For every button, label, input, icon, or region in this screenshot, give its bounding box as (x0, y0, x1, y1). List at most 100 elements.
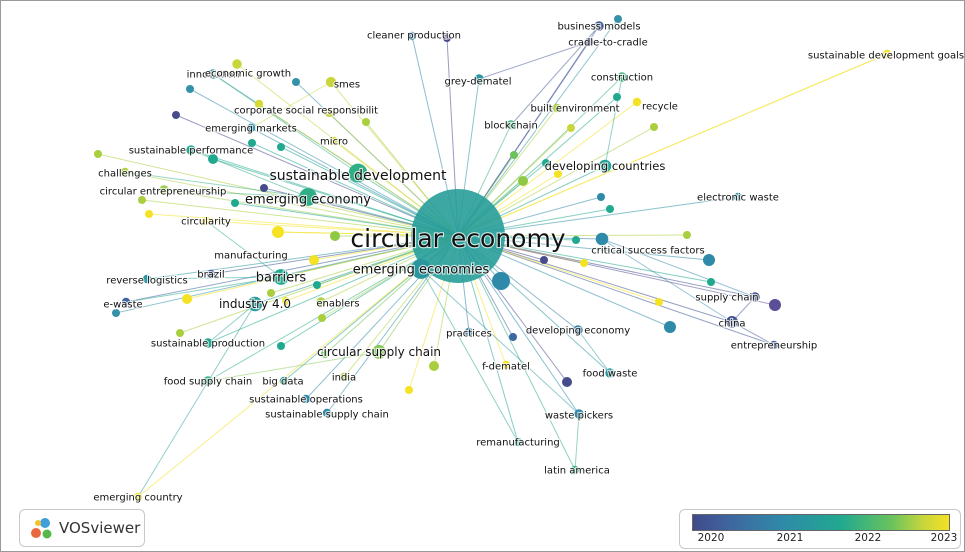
node-label-business-models[interactable]: business models (556, 20, 641, 33)
node-emerging-markets[interactable] (246, 123, 256, 133)
node-corporate-social-responsibilit[interactable] (254, 99, 264, 109)
node-built-environment[interactable] (552, 103, 562, 113)
node-big-data[interactable] (279, 376, 289, 386)
node-grey-dematel[interactable] (474, 74, 484, 84)
node-label-economic-growth[interactable]: economic growth (204, 67, 292, 80)
node-label-developing-economy[interactable]: developing economy (525, 324, 632, 337)
network-node[interactable] (542, 159, 550, 167)
node-sustainable-supply-chain[interactable] (322, 408, 332, 418)
node-label-sustainable-development[interactable]: sustainable development (268, 167, 448, 185)
node-label-food-waste[interactable]: food waste (581, 367, 638, 380)
network-node[interactable] (655, 298, 663, 306)
node-label-reverse-logistics[interactable]: reverse logistics (105, 274, 189, 287)
network-node[interactable] (309, 255, 319, 265)
node-label-circular-entrepreneurship[interactable]: circular entrepreneurship (99, 185, 228, 198)
node-label-practices[interactable]: practices (445, 327, 493, 340)
network-node[interactable] (292, 78, 300, 86)
node-label-corporate-social-responsibilit[interactable]: corporate social responsibilit (233, 104, 379, 117)
node-china[interactable] (726, 316, 738, 328)
network-node[interactable] (94, 150, 102, 158)
network-node[interactable] (208, 154, 218, 164)
network-node[interactable] (650, 123, 658, 131)
node-micro[interactable] (329, 136, 339, 146)
node-practices[interactable] (464, 327, 474, 337)
network-node[interactable] (562, 377, 572, 387)
node-circular-supply-chain[interactable] (372, 345, 386, 359)
network-node[interactable] (540, 256, 548, 264)
node-blockchain[interactable] (506, 120, 516, 130)
node-label-developing-countries[interactable]: developing countries (544, 158, 667, 174)
node-innovation[interactable] (208, 69, 218, 79)
node-label-sustainable-development-goals[interactable]: sustainable development goals (807, 49, 964, 62)
node-label-recycle[interactable]: recycle (641, 100, 679, 113)
node-emerging-economy[interactable] (299, 188, 317, 206)
network-node[interactable] (518, 176, 528, 186)
node-label-china[interactable]: china (717, 317, 746, 330)
network-node[interactable] (362, 118, 370, 126)
network-node[interactable] (572, 236, 580, 244)
node-electronic-waste[interactable] (733, 192, 743, 202)
node-label-cradle-to-cradle[interactable]: cradle-to-cradle (567, 36, 649, 49)
node-label-big-data[interactable]: big data (261, 375, 304, 388)
node-food-waste[interactable] (605, 368, 615, 378)
network-node[interactable] (664, 321, 676, 333)
node-label-built-environment[interactable]: built environment (529, 102, 620, 115)
network-node[interactable] (509, 333, 517, 341)
node-label-sustainable-supply-chain[interactable]: sustainable supply chain (264, 408, 390, 421)
node-label-construction[interactable]: construction (590, 71, 654, 84)
network-node[interactable] (182, 294, 192, 304)
network-node[interactable] (313, 281, 321, 289)
node-label-critical-success-factors[interactable]: critical success factors (590, 244, 706, 257)
network-node[interactable] (606, 205, 614, 213)
network-node[interactable] (172, 111, 180, 119)
node-construction[interactable] (617, 72, 627, 82)
node-latin-america[interactable] (570, 465, 580, 475)
network-node[interactable] (510, 151, 518, 159)
node-label-sustainable-operations[interactable]: sustainable operations (248, 393, 364, 406)
node-label-emerging-country[interactable]: emerging country (92, 491, 183, 504)
node-manufacturing[interactable] (274, 227, 284, 237)
network-node[interactable] (330, 231, 340, 241)
network-node[interactable] (260, 184, 268, 192)
network-node[interactable] (597, 193, 605, 201)
node-label-circular-supply-chain[interactable]: circular supply chain (316, 344, 442, 360)
node-f-dematel[interactable] (501, 360, 511, 370)
network-node[interactable] (138, 196, 146, 204)
node-cleaner-production[interactable] (407, 31, 417, 41)
network-node[interactable] (769, 299, 781, 311)
node-label-grey-dematel[interactable]: grey-dematel (443, 75, 512, 88)
network-node[interactable] (707, 278, 715, 286)
node-emerging-economies[interactable] (411, 259, 431, 279)
node-label-circular-economy[interactable]: circular economy (349, 223, 567, 254)
network-node[interactable] (614, 15, 622, 23)
node-label-cleaner-production[interactable]: cleaner production (366, 29, 462, 42)
node-label-sustainable-performance[interactable]: sustainable performance (128, 144, 255, 157)
node-circular-economy[interactable] (411, 189, 505, 283)
network-node[interactable] (613, 93, 621, 101)
node-label-sustainable-production[interactable]: sustainable production (150, 337, 266, 350)
network-node[interactable] (443, 34, 451, 42)
node-sustainable-operations[interactable] (301, 394, 311, 404)
network-node[interactable] (282, 297, 290, 305)
node-label-food-supply-chain[interactable]: food supply chain (163, 375, 254, 388)
network-node[interactable] (567, 124, 575, 132)
node-smes[interactable] (325, 76, 337, 88)
node-label-enablers[interactable]: enablers (315, 297, 360, 310)
network-node[interactable] (277, 342, 285, 350)
node-sustainable-development-goals[interactable] (882, 49, 892, 59)
node-label-remanufacturing[interactable]: remanufacturing (475, 436, 561, 449)
network-node[interactable] (683, 231, 691, 239)
node-label-smes[interactable]: smes (333, 78, 362, 91)
node-sustainable-development[interactable] (348, 163, 368, 183)
node-e-waste[interactable] (121, 297, 131, 307)
network-node[interactable] (112, 309, 120, 317)
node-label-barriers[interactable]: barriers (255, 269, 308, 286)
node-industry-4-0[interactable] (247, 296, 263, 312)
node-label-latin-america[interactable]: latin america (543, 464, 611, 477)
node-critical-success-factors[interactable] (595, 232, 609, 246)
node-barriers[interactable] (273, 269, 289, 285)
node-remanufacturing[interactable] (513, 437, 523, 447)
network-node[interactable] (703, 254, 715, 266)
network-node[interactable] (429, 361, 439, 371)
